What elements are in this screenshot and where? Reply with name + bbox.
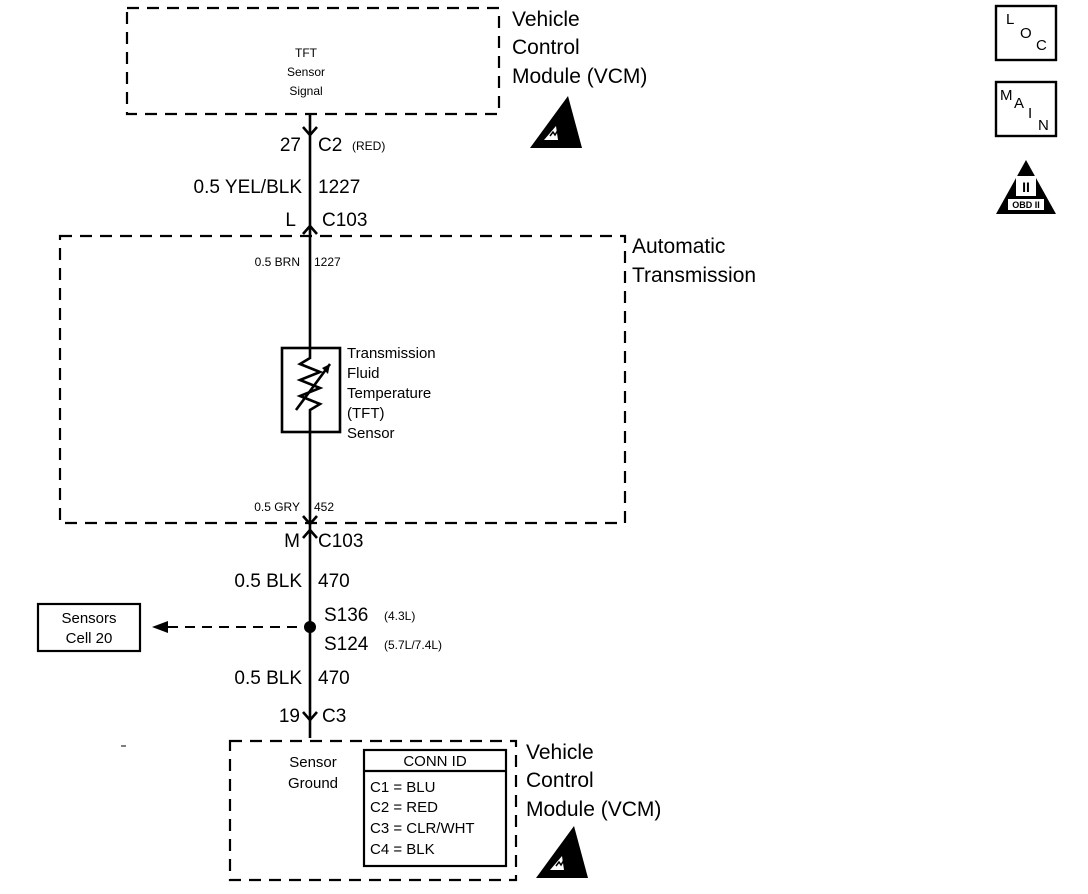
wire-1227-circuit: 1227 xyxy=(318,177,360,198)
connector-c2-name: C2 xyxy=(318,135,342,156)
connector-c103-bottom-symbol-lower xyxy=(302,528,318,539)
connector-c2-note: (RED) xyxy=(352,139,385,153)
conn-id-row-c2: C2 = RED xyxy=(370,799,438,816)
vcm-bottom-title-line-1: Vehicle xyxy=(526,741,594,764)
conn-id-table xyxy=(362,748,508,868)
ref-box-line-2: Cell 20 xyxy=(66,630,113,647)
connector-c103-bottom-name: C103 xyxy=(318,531,363,552)
conn-id-row-c3: C3 = CLR/WHT xyxy=(370,820,475,837)
vcm-bottom-title-line-3: Module (VCM) xyxy=(526,798,661,821)
trans-wire-bottom-circuit: 452 xyxy=(314,500,334,514)
esd-warning-icon-bottom xyxy=(536,826,588,878)
esd-warning-icon xyxy=(530,96,582,148)
connector-c3-pin: 19 xyxy=(279,706,300,727)
loc-icon[interactable]: L O C xyxy=(994,4,1058,62)
tft-sensor-label: Transmission Fluid Temperature (TFT) Sen… xyxy=(347,345,436,442)
vcm-top-title-line-1: Vehicle xyxy=(512,8,580,31)
main-letter-n: N xyxy=(1038,117,1049,134)
loc-letter-c: C xyxy=(1036,37,1047,54)
tft-label-line-2: Fluid xyxy=(347,365,380,382)
wire-1227-gauge-color: 0.5 YEL/BLK xyxy=(194,177,303,198)
main-letter-a: A xyxy=(1014,95,1024,112)
signal-line-3: Signal xyxy=(289,84,322,98)
splice-s136-name: S136 xyxy=(324,605,368,626)
loc-letter-l: L xyxy=(1006,11,1014,28)
ref-box-line-1: Sensors xyxy=(61,610,116,627)
connector-c3-name: C3 xyxy=(322,706,346,727)
main-icon[interactable]: M A I N xyxy=(994,80,1058,138)
trans-wire-bottom-gauge-color: 0.5 GRY xyxy=(254,500,300,514)
connector-c103-bottom-pin: M xyxy=(284,531,300,552)
tft-sensor-variable-arrow-icon xyxy=(294,363,332,411)
vcm-top-title-line-2: Control xyxy=(512,36,580,59)
connector-c2-pin: 27 xyxy=(280,135,301,156)
connector-c103-top-symbol xyxy=(302,224,318,235)
transmission-title-line-1: Automatic xyxy=(632,235,725,258)
signal-line-1: TFT xyxy=(295,46,318,60)
tft-label-line-5: Sensor xyxy=(347,425,395,442)
tft-label-line-3: Temperature xyxy=(347,385,431,402)
sensor-ground-line-2: Ground xyxy=(288,775,338,792)
vcm-bottom-box xyxy=(228,739,518,882)
splice-s136-note: (4.3L) xyxy=(384,609,415,623)
wire-470-top-circuit: 470 xyxy=(318,571,350,592)
wire-470-bottom-gauge-color: 0.5 BLK xyxy=(234,668,302,689)
obd-numeral: II xyxy=(1022,179,1030,195)
vcm-top-title: Vehicle Control Module (VCM) xyxy=(512,8,647,88)
connector-c103-top-pin: L xyxy=(285,210,296,231)
vcm-bottom-title: Vehicle Control Module (VCM) xyxy=(526,741,661,821)
main-letter-m: M xyxy=(1000,87,1013,104)
ref-arrow-icon xyxy=(152,621,168,633)
connector-c2-symbol xyxy=(302,126,318,137)
vcm-top-signal-label: TFT Sensor Signal xyxy=(287,46,325,98)
conn-id-header: CONN ID xyxy=(403,753,467,770)
main-letter-i: I xyxy=(1028,105,1032,122)
splice-s124-name: S124 xyxy=(324,634,369,655)
wire-470-bottom-circuit: 470 xyxy=(318,668,350,689)
conn-id-row-c4: C4 = BLK xyxy=(370,841,435,858)
signal-line-2: Sensor xyxy=(287,65,325,79)
loc-letter-o: O xyxy=(1020,25,1032,42)
trans-wire-top-circuit: 1227 xyxy=(314,255,341,269)
vcm-top-title-line-3: Module (VCM) xyxy=(512,65,647,88)
obd-ii-icon[interactable]: II OBD II xyxy=(996,160,1056,214)
connector-c103-top-name: C103 xyxy=(322,210,367,231)
ref-box[interactable] xyxy=(36,602,142,653)
sensor-ground-line-1: Sensor xyxy=(289,754,337,771)
connector-c103-bottom-symbol xyxy=(302,515,318,526)
splice-s124-note: (5.7L/7.4L) xyxy=(384,638,442,652)
tft-sensor-resistor-icon xyxy=(296,348,324,432)
transmission-box xyxy=(58,234,627,525)
splice-dot xyxy=(304,621,316,633)
tft-label-line-4: (TFT) xyxy=(347,405,384,422)
vcm-bottom-title-line-2: Control xyxy=(526,769,594,792)
obd-label: OBD II xyxy=(1012,200,1040,210)
conn-id-row-c1: C1 = BLU xyxy=(370,779,435,796)
vcm-top-box xyxy=(125,6,501,116)
trans-wire-top-gauge-color: 0.5 BRN xyxy=(255,255,300,269)
tft-label-line-1: Transmission xyxy=(347,345,436,362)
transmission-title-line-2: Transmission xyxy=(632,264,756,287)
wire-470-top-gauge-color: 0.5 BLK xyxy=(234,571,302,592)
